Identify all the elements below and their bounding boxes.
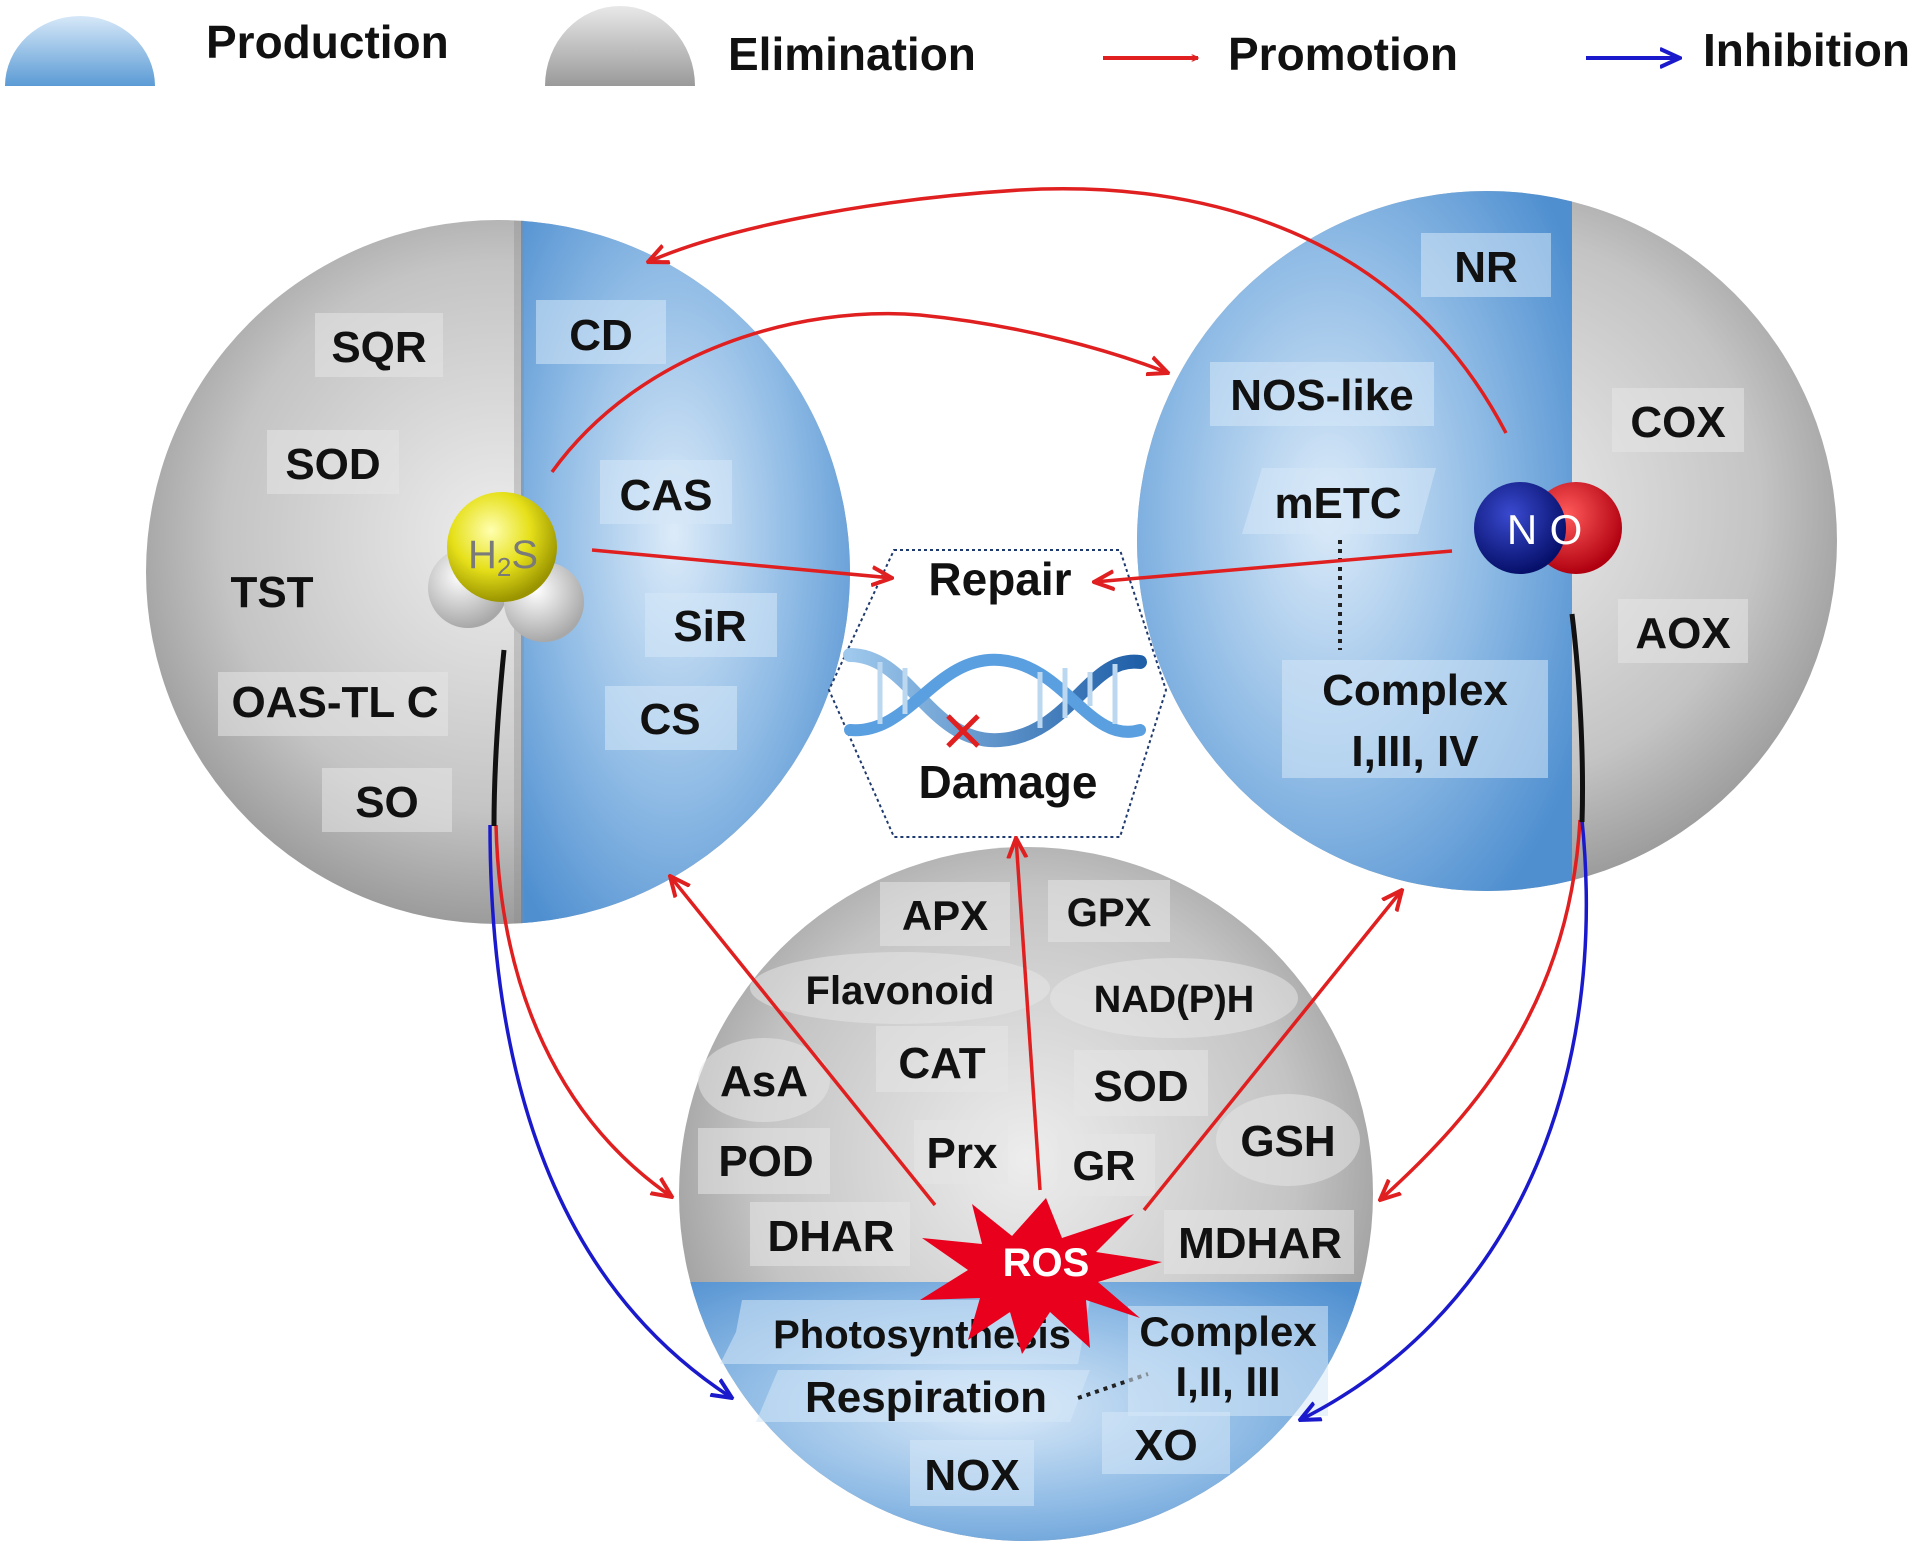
arrow-h2s-to-ros (494, 824, 672, 1197)
agent-pod: POD (718, 1137, 813, 1186)
arrow-h2s-to-repair (591, 548, 892, 578)
h2s-formula-h: H (468, 533, 497, 577)
no-stem-line (1569, 613, 1585, 823)
no-elimination-enzymes: COX AOX (1612, 388, 1748, 663)
legend-production-label: Production (206, 16, 449, 68)
damage-label: Damage (919, 756, 1098, 808)
ros-production-sources: Photosynthesis Respiration Complex I,II,… (720, 1300, 1328, 1506)
arrow-ros-to-no (1142, 890, 1402, 1212)
agent-asa: AsA (720, 1057, 808, 1106)
enzyme-aox: AOX (1635, 609, 1730, 658)
arrow-ros-to-damage (1016, 838, 1042, 1191)
legend: Production Elimination Promotion Inhibit… (5, 6, 1910, 86)
enzyme-cox: COX (1630, 398, 1725, 447)
agent-mdhar: MDHAR (1178, 1219, 1342, 1268)
legend-inhibition-label: Inhibition (1703, 24, 1910, 76)
promotion-arrows (494, 187, 1582, 1212)
arrow-h2s-to-no (550, 311, 1168, 474)
h2s-sulfur-atom (447, 492, 557, 602)
enzyme-nos-like: NOS-like (1230, 371, 1413, 420)
no-nitrogen-atom (1474, 482, 1566, 574)
inhibition-arrows (488, 819, 1589, 1420)
no-production-enzymes: NR NOS-like mETC Complex I,III, IV (1210, 233, 1551, 778)
elimination-swatch (545, 6, 695, 86)
source-nox: NOX (924, 1451, 1019, 1500)
source-xo: XO (1134, 1421, 1198, 1470)
enzyme-sir: SiR (673, 602, 746, 651)
arrow-no-to-ros (1380, 819, 1582, 1200)
h2s-formula-sub: 2 (497, 552, 511, 582)
svg-text:H2S: H2S (468, 533, 538, 582)
agent-nadph: NAD(P)H (1094, 979, 1254, 1021)
ros-complex-line2: I,II, III (1175, 1358, 1280, 1405)
h2s-production-enzymes: CD CAS SiR CS (536, 300, 777, 750)
enzyme-cs: CS (639, 695, 700, 744)
source-respiration: Respiration (805, 1373, 1047, 1422)
ros-complex-line1: Complex (1139, 1308, 1317, 1355)
enzyme-metc: mETC (1274, 479, 1401, 528)
respiration-complex-link (1077, 1372, 1149, 1400)
arrow-no-to-h2s (648, 187, 1508, 434)
no-formula-n: N (1507, 506, 1537, 553)
agent-gsh: GSH (1240, 1117, 1335, 1166)
no-complex-line2: I,III, IV (1351, 727, 1479, 776)
no-formula-o: O (1550, 506, 1583, 553)
arrow-ros-to-h2s (670, 876, 937, 1207)
agent-sod-ros: SOD (1093, 1062, 1188, 1111)
center-hexagon (827, 549, 1168, 838)
legend-elimination-label: Elimination (728, 28, 976, 80)
enzyme-nr: NR (1454, 243, 1518, 292)
enzyme-tst: TST (230, 568, 313, 617)
production-swatch (5, 16, 155, 86)
arrow-no-to-repair (1094, 549, 1453, 582)
ros-burst: ROS (920, 1198, 1162, 1354)
inhibition-no-to-ros (1300, 819, 1589, 1420)
repair-label: Repair (928, 553, 1071, 605)
agent-cat: CAT (898, 1039, 985, 1088)
inhibition-h2s-to-ros (488, 824, 732, 1398)
agent-apx: APX (902, 892, 988, 939)
agent-prx: Prx (927, 1129, 998, 1178)
h2s-molecule: H2S (428, 492, 584, 642)
agent-dhar: DHAR (767, 1212, 894, 1261)
enzyme-so: SO (355, 778, 419, 827)
enzyme-cd: CD (569, 311, 633, 360)
enzyme-oas-tl-c: OAS-TL C (232, 678, 439, 727)
ros-elimination-agents: APX GPX Flavonoid NAD(P)H AsA CAT SOD PO… (698, 880, 1360, 1274)
enzyme-cas: CAS (620, 471, 713, 520)
no-complex-line1: Complex (1322, 666, 1508, 715)
ros-burst-shape (920, 1198, 1162, 1354)
ros-label: ROS (1003, 1241, 1090, 1285)
legend-promotion-label: Promotion (1228, 28, 1458, 80)
agent-gpx: GPX (1067, 891, 1152, 935)
h2s-stem-line (491, 649, 507, 827)
no-molecule: N O (1474, 482, 1622, 574)
enzyme-sod-h2s: SOD (285, 440, 380, 489)
dna-helix-icon (843, 648, 1147, 748)
h2s-formula-s: S (511, 533, 538, 577)
agent-flavonoid: Flavonoid (806, 969, 995, 1013)
agent-gr: GR (1073, 1142, 1136, 1189)
enzyme-sqr: SQR (331, 323, 426, 372)
repair-damage-panel: Repair Damage (827, 549, 1168, 838)
h2s-elimination-enzymes: SQR SOD TST OAS-TL C SO (218, 313, 452, 832)
